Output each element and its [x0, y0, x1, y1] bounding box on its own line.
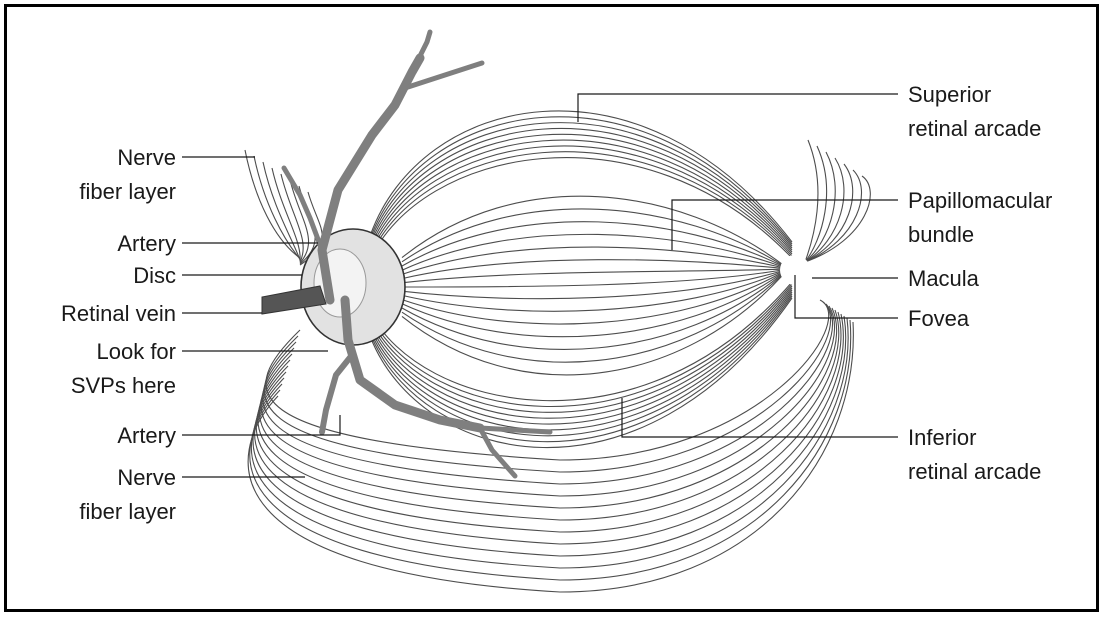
fiber-papillomacular-bundle — [402, 196, 782, 264]
fiber-superior-arcade — [370, 117, 792, 244]
fiber-papillomacular-bundle — [402, 275, 782, 362]
label-fovea: Fovea — [908, 306, 970, 331]
fiber-papillomacular-bundle — [402, 269, 782, 283]
superior-vessel-branch-3 — [284, 168, 322, 250]
leader-superior-arcade — [578, 94, 898, 122]
label-macula: Macula — [908, 266, 980, 291]
label-retinal-vein: Retinal vein — [61, 301, 176, 326]
fiber-outer-arc — [250, 320, 851, 580]
fiber-macula-fan — [805, 176, 870, 262]
label-artery-bottom: Artery — [117, 423, 176, 448]
fiber-nerve-fan-top — [272, 168, 300, 261]
label-artery-top: Artery — [117, 231, 176, 256]
inferior-vessel-branch-3 — [322, 355, 352, 432]
label-disc: Disc — [133, 263, 176, 288]
superior-vessel-branch-1 — [412, 32, 430, 72]
inferior-vessel-branch-2 — [480, 428, 515, 476]
fiber-macula-fan — [805, 158, 844, 262]
inferior-vessel-branch-1 — [480, 428, 550, 432]
fiber-papillomacular-bundle — [402, 260, 782, 279]
fiber-macula-fan — [805, 164, 853, 262]
fiber-macula-fan — [805, 146, 827, 262]
fiber-papillomacular-bundle — [402, 234, 782, 270]
leader-fovea — [795, 275, 898, 318]
fiber-outer-arc — [251, 318, 848, 568]
fiber-superior-arcade — [370, 152, 792, 257]
fiber-macula-fan — [805, 152, 835, 262]
